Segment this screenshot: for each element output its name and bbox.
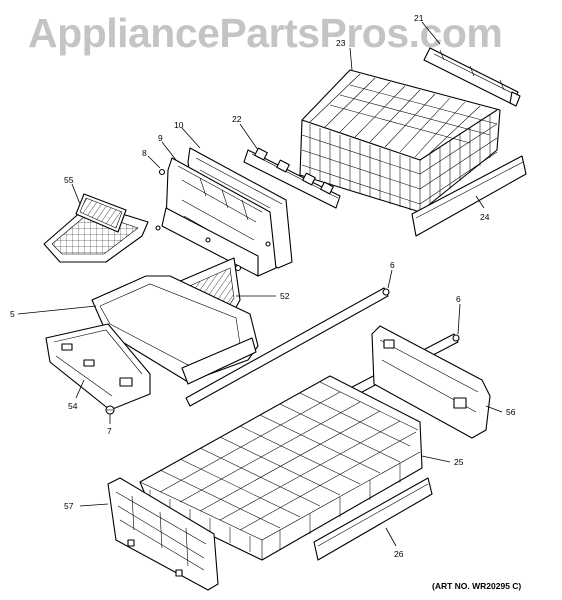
part-7-screw: [105, 405, 115, 415]
callout-23: 23: [336, 38, 346, 48]
callout-9: 9: [158, 133, 163, 143]
callout-55: 55: [64, 175, 74, 185]
leader-lines: [17, 21, 503, 547]
callout-52: 52: [280, 291, 290, 301]
part-5-tray: [91, 275, 259, 385]
part-55-divider: [43, 193, 149, 263]
part-23-upper-basket: [299, 69, 501, 213]
watermark: AppliancePartsPros.com: [28, 10, 503, 56]
part-24-trim: [411, 155, 527, 237]
callout-labels: 21 23 22 10 9 8 55 24 6 5 52 6 54 7 56 2…: [10, 13, 516, 559]
callout-25: 25: [454, 457, 464, 467]
part-26-trim: [313, 477, 433, 561]
callout-10: 10: [174, 120, 184, 130]
callout-56: 56: [506, 407, 516, 417]
part-6-rod-upper: [185, 287, 390, 407]
callout-26: 26: [394, 549, 404, 559]
part-57-panel: [107, 477, 219, 591]
callout-8: 8: [142, 148, 147, 158]
callout-5: 5: [10, 309, 15, 319]
part-56-bracket: [371, 325, 491, 439]
callout-57: 57: [64, 501, 74, 511]
part-22-rail: [243, 147, 341, 209]
callout-7: 7: [107, 426, 112, 436]
callout-24: 24: [480, 212, 490, 222]
part-21-bracket: [423, 47, 521, 107]
callout-6-lower: 6: [456, 294, 461, 304]
callout-22: 22: [232, 114, 242, 124]
part-54-bracket: [45, 323, 151, 411]
art-number: (ART NO. WR20295 C): [432, 581, 522, 591]
callout-21: 21: [414, 13, 424, 23]
part-25-lower-basket: [139, 375, 423, 561]
callout-6-upper: 6: [390, 260, 395, 270]
callout-54: 54: [68, 401, 78, 411]
